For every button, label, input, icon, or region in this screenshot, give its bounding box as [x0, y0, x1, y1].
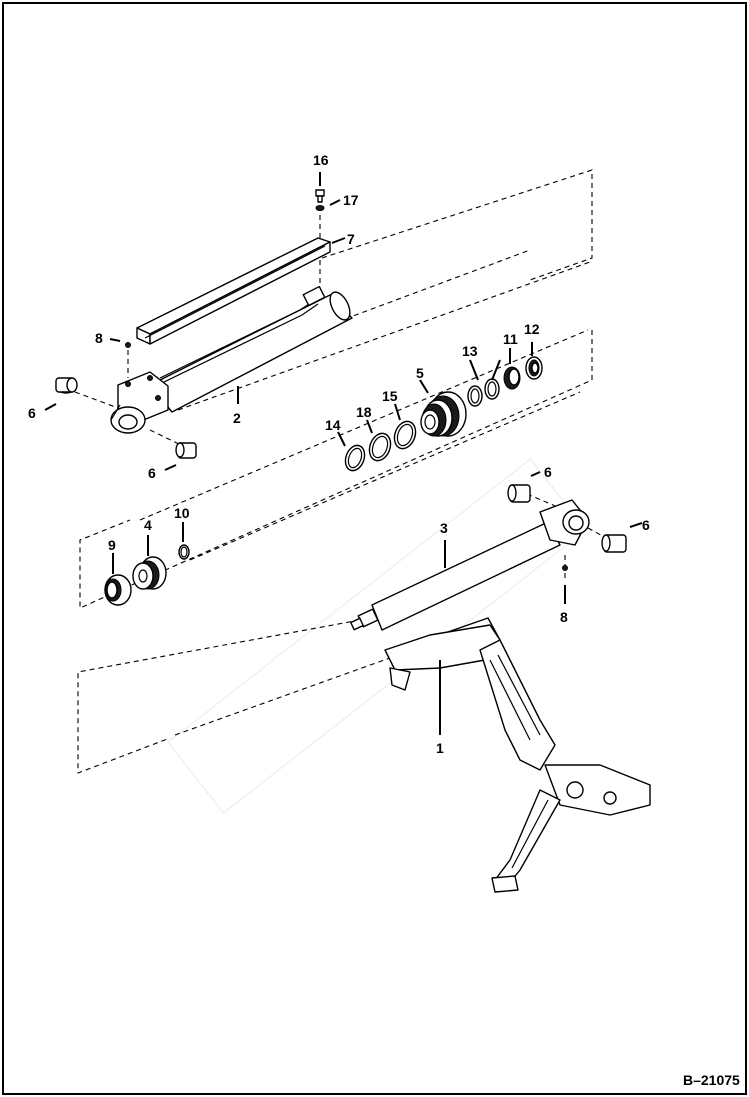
bushing-6-rod-right: [601, 534, 627, 553]
callout-8: 8: [95, 330, 103, 346]
callout-5: 5: [416, 365, 424, 381]
callout-12: 12: [524, 321, 540, 337]
piston-rod-part: [350, 499, 590, 631]
callout-14: 14: [325, 417, 341, 433]
callout-6: 6: [544, 464, 552, 480]
bushing-6-lower: [175, 442, 197, 459]
bushing-6-left: [55, 377, 78, 394]
callout-1: 1: [436, 740, 444, 756]
callout-15: 15: [382, 388, 398, 404]
rings-13-11-12: [467, 356, 543, 407]
callout-13: 13: [462, 343, 478, 359]
callout-8: 8: [560, 609, 568, 625]
callout-18: 18: [356, 404, 372, 420]
callout-9: 9: [108, 537, 116, 553]
callout-6: 6: [642, 517, 650, 533]
callout-numbers: 16 17 7 8 6 2 6 13 11 12 5 18 15 14 6 6 …: [28, 152, 650, 756]
callout-6: 6: [148, 465, 156, 481]
callout-2: 2: [233, 410, 241, 426]
boom-arm-part: [384, 617, 651, 893]
figure-number: B–21075: [683, 1072, 740, 1088]
callout-11: 11: [503, 331, 518, 347]
callout-6: 6: [28, 405, 36, 421]
gland-part: [420, 391, 467, 437]
bolt-8-top: [125, 342, 131, 348]
piston-group-9-4-10: [104, 544, 190, 606]
bolt-16-washer-17: [315, 189, 325, 211]
callout-3: 3: [440, 520, 448, 536]
callout-7: 7: [347, 231, 355, 247]
seal-rings-14-18-15: [344, 420, 417, 472]
guard-channel-part: [136, 237, 331, 345]
callout-10: 10: [174, 505, 190, 521]
callout-leaders: [44, 172, 643, 735]
callout-4: 4: [144, 517, 152, 533]
bushing-6-rod-upper: [507, 484, 531, 503]
callout-17: 17: [343, 192, 359, 208]
cylinder-barrel-part: [110, 285, 353, 434]
callout-16: 16: [313, 152, 329, 168]
bolt-8-bottom: [562, 565, 568, 571]
